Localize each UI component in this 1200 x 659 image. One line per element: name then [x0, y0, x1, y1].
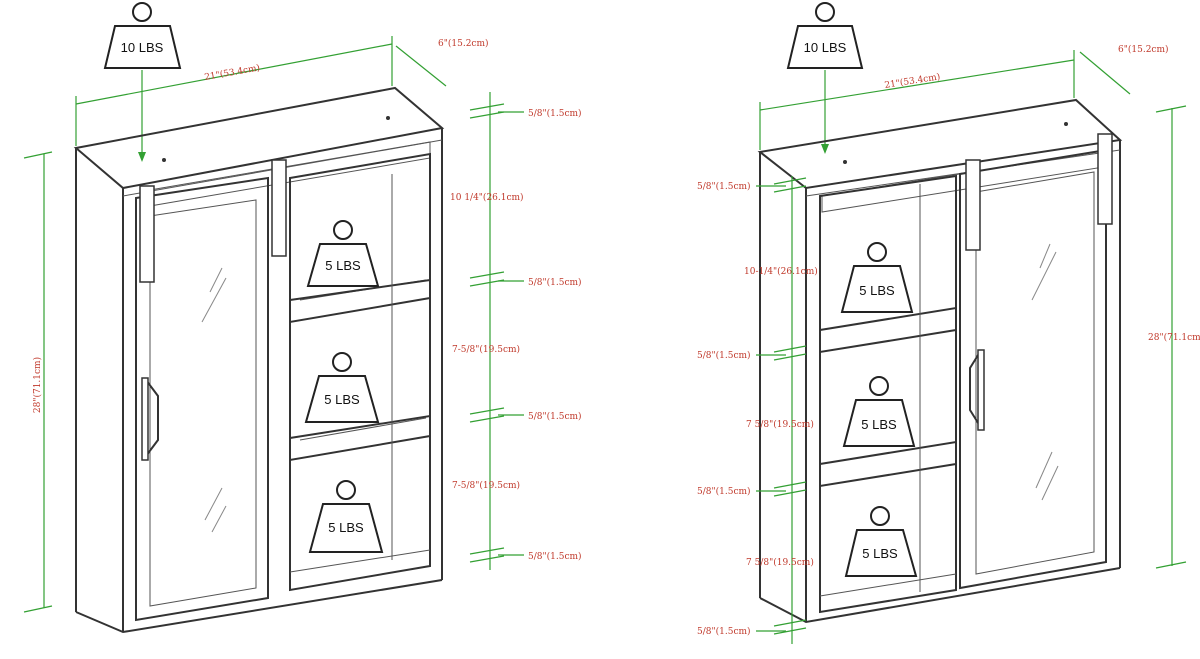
weight-shelf-3-left: 5 LBS — [308, 480, 384, 553]
dim-label: 5/8"(1.5cm) — [697, 486, 751, 497]
weight-label: 10 LBS — [804, 40, 847, 55]
vertical-stack-left: 5/8"(1.5cm) 10 1/4"(26.1cm) 5/8"(1.5cm) … — [450, 92, 582, 570]
dim-label: 28"(71.1cm) — [32, 357, 43, 413]
weight-label: 5 LBS — [862, 546, 898, 561]
dim-label: 10 1/4"(26.1cm) — [450, 192, 524, 203]
dim-label: 6"(15.2cm) — [1118, 44, 1169, 55]
dim-label: 21"(53.4cm) — [884, 71, 941, 91]
dim-label: 5/8"(1.5cm) — [528, 411, 582, 422]
dim-label: 6"(15.2cm) — [438, 38, 489, 49]
cabinet-left — [73, 86, 445, 634]
weight-shelf-3-right: 5 LBS — [844, 506, 918, 577]
weight-top-right: 10 LBS — [786, 2, 864, 154]
dim-label: 5/8"(1.5cm) — [528, 277, 582, 288]
dim-label: 5/8"(1.5cm) — [697, 181, 751, 192]
left-view: 10 LBS — [23, 2, 582, 634]
dim-label: 5/8"(1.5cm) — [528, 108, 582, 119]
right-view: 10 LBS — [697, 2, 1200, 644]
depth-dimension-right: 6"(15.2cm) — [1079, 44, 1169, 95]
dim-label: 7 5/8"(19.5cm) — [746, 557, 814, 568]
weight-shelf-2-right: 5 LBS — [842, 376, 916, 447]
weight-label: 5 LBS — [324, 392, 360, 407]
dim-label: 21"(53.4cm) — [204, 62, 261, 83]
weight-shelf-1-left: 5 LBS — [306, 220, 380, 287]
cabinet-right — [757, 98, 1123, 624]
depth-dimension-left: 6"(15.2cm) — [395, 38, 489, 87]
height-dimension-left: 28"(71.1cm) — [23, 151, 53, 613]
dim-label: 10-1/4"(26.1cm) — [744, 266, 818, 277]
weight-label: 5 LBS — [859, 283, 895, 298]
dim-label: 5/8"(1.5cm) — [528, 551, 582, 562]
weight-label: 10 LBS — [121, 40, 164, 55]
dim-label: 7 5/8"(19.5cm) — [746, 419, 814, 430]
height-dimension-right: 28"(71.1cm) — [1148, 105, 1200, 569]
weight-shelf-1-right: 5 LBS — [840, 242, 914, 313]
dim-label: 28"(71.1cm) — [1148, 332, 1200, 343]
weight-label: 5 LBS — [325, 258, 361, 273]
vertical-stack-right: 5/8"(1.5cm) 10-1/4"(26.1cm) 5/8"(1.5cm) … — [697, 176, 818, 644]
weight-shelf-2-left: 5 LBS — [304, 352, 380, 423]
dim-label: 7-5/8"(19.5cm) — [452, 480, 520, 491]
weight-label: 5 LBS — [328, 520, 364, 535]
dim-label: 5/8"(1.5cm) — [697, 626, 751, 637]
dim-label: 7-5/8"(19.5cm) — [452, 344, 520, 355]
weight-label: 5 LBS — [861, 417, 897, 432]
weight-top-left: 10 LBS — [103, 2, 182, 162]
dim-label: 5/8"(1.5cm) — [697, 350, 751, 361]
